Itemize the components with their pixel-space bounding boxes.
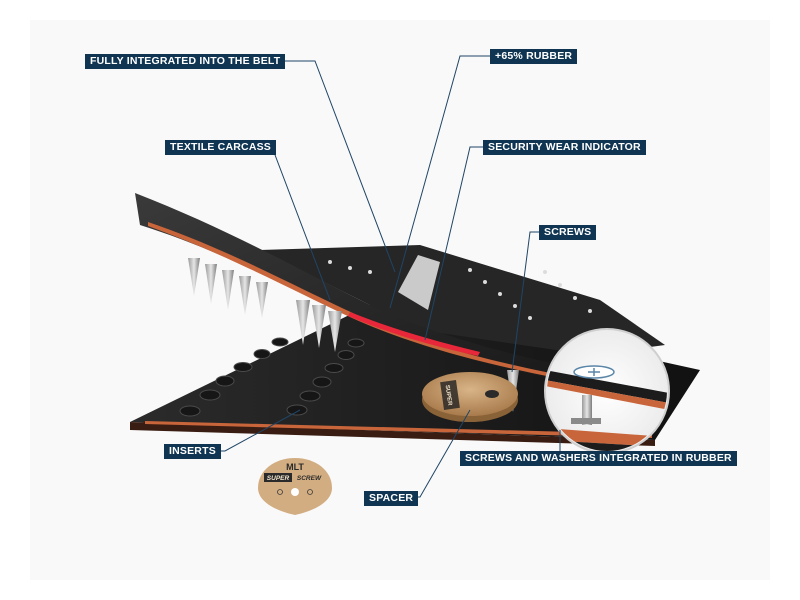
insert-studs [179,337,365,417]
belt-hole [528,316,532,320]
mlt-logo-badge: MLT SUPER SCREW [258,458,332,515]
insert-stud [337,350,355,360]
label-spacer: SPACER [364,491,419,506]
recycle-icon [307,489,313,495]
label-textile-carcass: TEXTILE CARCASS [165,140,277,155]
screw [205,264,217,304]
leader-screws [511,231,539,373]
belt-hole [468,268,472,272]
belt-hole [588,309,592,313]
logo-screw-text: SCREW [297,475,322,482]
insert-stud [199,389,221,401]
screw [312,305,326,348]
insert-stud [233,362,253,372]
screw [328,311,342,352]
belt-hole [328,260,332,264]
wear-indicator-strip [348,312,480,356]
screw [296,300,310,345]
insert-stud [324,363,344,373]
surface-highlight [398,255,440,310]
insert-stud [271,337,289,347]
spacer-mark [440,380,460,410]
screw [239,276,251,315]
belt-hole [558,283,562,287]
logo-center-hole [291,488,299,496]
belt-hole [368,270,372,274]
insert-stud [179,405,201,417]
leader-rubber [389,55,490,309]
spacer-hole [485,390,499,398]
insert-stud [312,376,332,388]
label-screws-washers: SCREWS AND WASHERS INTEGRATED IN RUBBER [460,451,737,466]
belt-hole [498,292,502,296]
spacer-washer: SUPER [422,372,518,422]
screw [256,282,268,318]
leader-wear-indicator [424,146,483,341]
bottom-belt-edge [130,422,655,446]
logo-super-text: SUPER [267,475,290,482]
belt-hole [348,266,352,270]
belt-hole [543,270,547,274]
recycle-icon [277,489,283,495]
label-rubber: +65% RUBBER [490,49,578,64]
insert-stud [347,338,365,348]
top-belt-far-surface [260,245,665,355]
logo-badge-shape [258,458,332,515]
logo-super-box [264,473,292,482]
belt-hole [483,280,487,284]
label-inserts: INSERTS [164,444,221,459]
insert-stud [215,375,235,387]
label-fully-integrated: FULLY INTEGRATED INTO THE BELT [85,54,286,69]
insert-stud [299,390,321,402]
logo-brand-text: MLT [286,462,304,472]
insert-stud [286,404,308,416]
label-wear-indicator: SECURITY WEAR INDICATOR [483,140,646,155]
screw [222,270,234,310]
screw [188,258,200,296]
belt-hole [573,296,577,300]
label-screws: SCREWS [539,225,597,240]
belt-hole [513,304,517,308]
spacer-face [422,372,518,416]
insert-stud [253,349,271,359]
spacer-logo-text: SUPER [444,385,453,407]
